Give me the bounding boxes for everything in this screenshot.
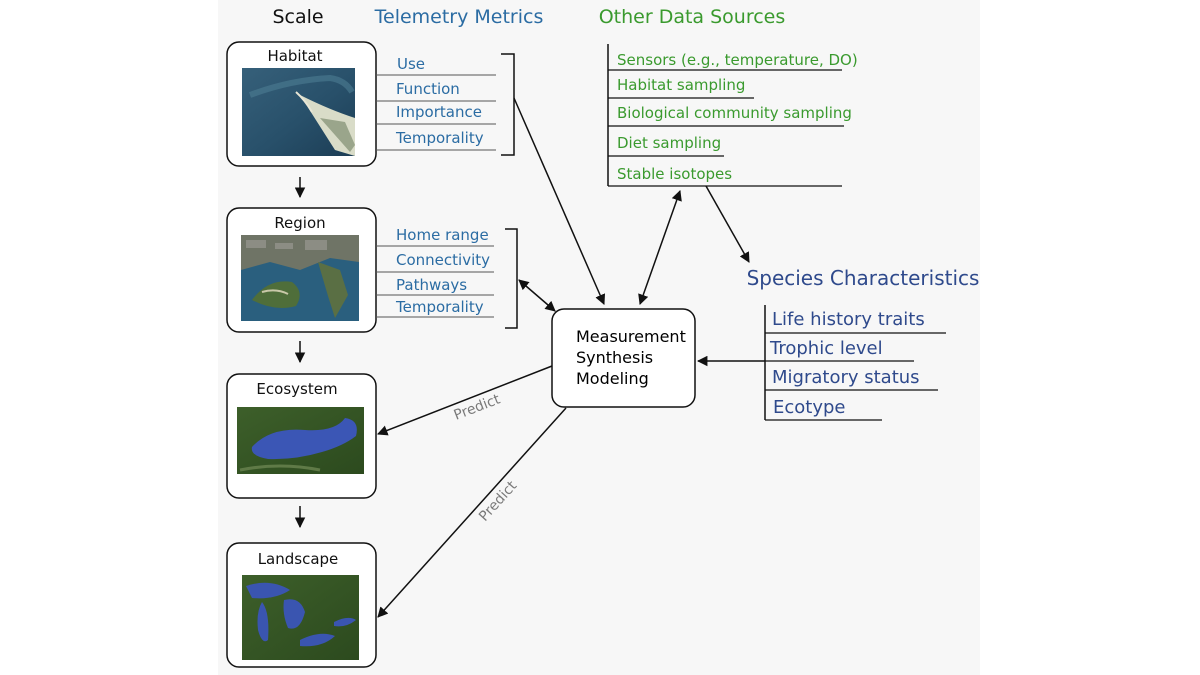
metric-home-range: Home range bbox=[396, 226, 489, 244]
region-satellite-image bbox=[241, 235, 359, 321]
core-measurement: Measurement bbox=[576, 327, 686, 346]
region-metrics-bracket bbox=[505, 228, 518, 329]
habitat-metrics-to-core-arrow bbox=[513, 97, 606, 305]
source-sensors: Sensors (e.g., temperature, DO) bbox=[617, 51, 858, 69]
region-scale-box: Region bbox=[226, 207, 377, 333]
ecosystem-title: Ecosystem bbox=[256, 380, 337, 398]
source-biological-community-sampling: Biological community sampling bbox=[617, 104, 852, 122]
measurement-synthesis-modeling-box: Measurement Synthesis Modeling bbox=[551, 308, 696, 408]
metric-connectivity: Connectivity bbox=[396, 251, 490, 269]
metric-function: Function bbox=[396, 80, 460, 98]
source-diet-sampling: Diet sampling bbox=[617, 134, 721, 152]
core-to-ecosystem-arrow bbox=[377, 365, 553, 436]
habitat-scale-box: Habitat bbox=[226, 41, 377, 167]
species-characteristics-list: Life history traits Trophic level Migrat… bbox=[764, 305, 946, 421]
telemetry-metrics-header: Telemetry Metrics bbox=[374, 6, 544, 28]
region-metrics-core-arrow bbox=[518, 279, 556, 312]
trait-ecotype: Ecotype bbox=[773, 397, 846, 418]
ecosystem-scale-box: Ecosystem bbox=[226, 373, 377, 499]
habitat-metrics-bracket bbox=[501, 53, 515, 156]
trait-trophic-level: Trophic level bbox=[769, 338, 883, 359]
trait-life-history: Life history traits bbox=[772, 309, 925, 330]
metric-use: Use bbox=[397, 55, 425, 73]
metric-importance: Importance bbox=[396, 103, 482, 121]
region-telemetry-metrics: Home range Connectivity Pathways Tempora… bbox=[376, 226, 518, 329]
core-other-sources-arrow bbox=[638, 190, 682, 305]
habitat-satellite-image bbox=[242, 68, 355, 156]
other-data-sources-header: Other Data Sources bbox=[599, 6, 786, 28]
metric-temporality-habitat: Temporality bbox=[395, 129, 484, 147]
ecosystem-satellite-image bbox=[237, 407, 364, 474]
region-title: Region bbox=[274, 214, 325, 232]
core-to-landscape-arrow bbox=[377, 407, 567, 618]
habitat-telemetry-metrics: Use Function Importance Temporality bbox=[376, 53, 515, 156]
other-data-sources-list: Sensors (e.g., temperature, DO) Habitat … bbox=[607, 44, 858, 187]
trait-migratory-status: Migratory status bbox=[772, 367, 920, 388]
species-characteristics-header: Species Characteristics bbox=[747, 266, 980, 290]
source-stable-isotopes: Stable isotopes bbox=[617, 165, 732, 183]
core-modeling: Modeling bbox=[576, 369, 649, 388]
metric-pathways: Pathways bbox=[396, 276, 467, 294]
scale-header: Scale bbox=[272, 6, 323, 28]
source-habitat-sampling: Habitat sampling bbox=[617, 76, 745, 94]
predict-ecosystem-label: Predict bbox=[452, 391, 503, 423]
core-synthesis: Synthesis bbox=[576, 348, 653, 367]
landscape-title: Landscape bbox=[258, 550, 339, 568]
landscape-scale-box: Landscape bbox=[226, 542, 377, 668]
sources-to-species-arrow bbox=[705, 185, 750, 263]
metric-temporality-region: Temporality bbox=[395, 298, 484, 316]
landscape-satellite-image bbox=[242, 575, 359, 660]
habitat-title: Habitat bbox=[267, 47, 322, 65]
